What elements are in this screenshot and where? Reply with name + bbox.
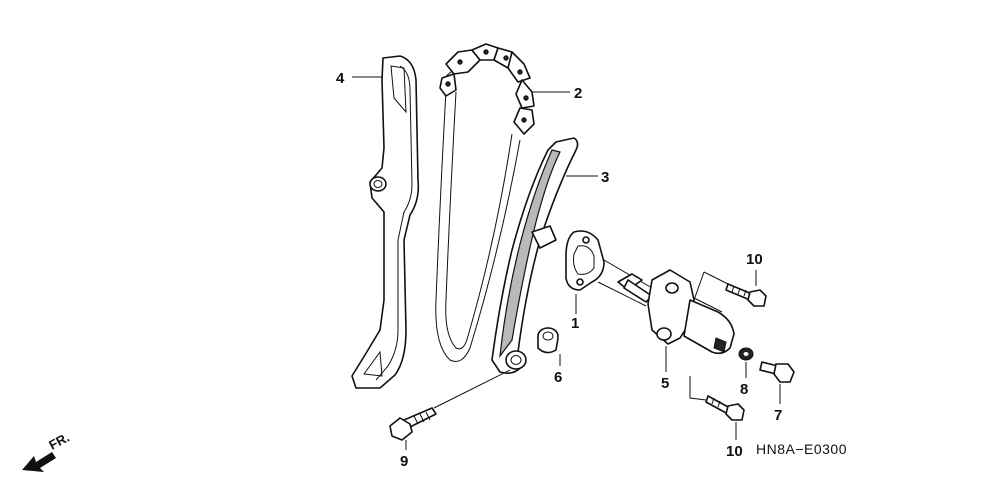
sealing-bolt-part[interactable] — [759, 361, 795, 383]
cam-chain-guide-part[interactable] — [351, 55, 420, 389]
cam-chain-part[interactable] — [435, 43, 535, 362]
callout-3: 3 — [601, 169, 609, 186]
front-arrow-marker: FR. — [22, 430, 72, 472]
front-label: FR. — [46, 430, 72, 453]
leader-lines — [352, 76, 781, 450]
callout-10-upper: 10 — [746, 251, 763, 268]
bolt-10-upper-part[interactable] — [725, 283, 767, 307]
callout-8: 8 — [740, 381, 748, 398]
bolt-10-lower-part[interactable] — [705, 395, 745, 421]
callout-4: 4 — [336, 70, 345, 87]
callout-5: 5 — [661, 375, 669, 392]
callout-9: 9 — [400, 453, 408, 470]
callout-7: 7 — [774, 407, 782, 424]
callout-1: 1 — [571, 315, 579, 332]
gasket-part[interactable] — [565, 230, 605, 291]
bolt-9-part[interactable] — [389, 407, 437, 441]
callout-10-lower: 10 — [726, 443, 743, 460]
callout-labels: 1 2 3 4 5 6 7 8 9 10 10 — [336, 70, 782, 470]
tensioner-lifter-part[interactable] — [597, 259, 735, 355]
washer-part[interactable] — [738, 347, 754, 361]
tensioner-arm-part[interactable] — [491, 137, 579, 374]
diagram-code: HN8A−E0300 — [756, 441, 847, 457]
callout-2: 2 — [574, 85, 582, 102]
front-arrow-icon — [22, 452, 56, 472]
callout-6: 6 — [554, 369, 562, 386]
collar-part[interactable] — [537, 327, 559, 354]
